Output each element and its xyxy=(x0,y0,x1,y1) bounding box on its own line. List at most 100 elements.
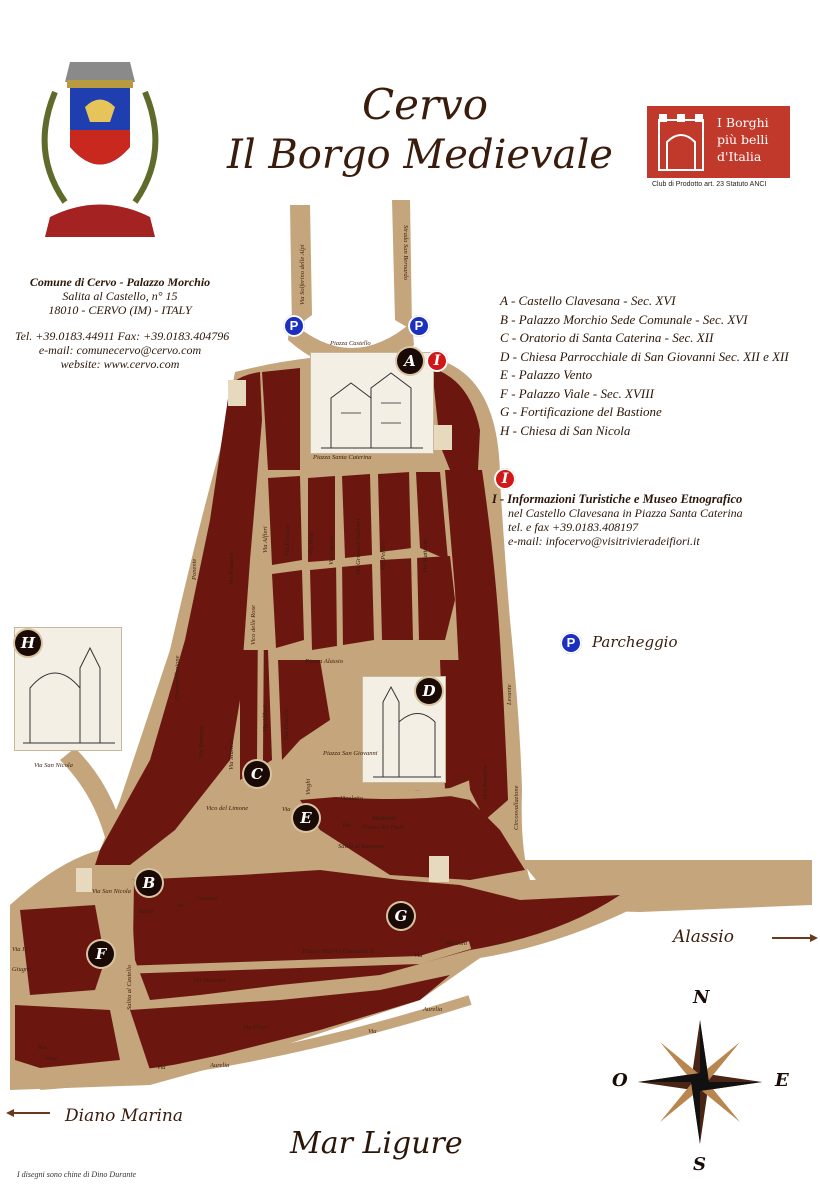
tower-northwest xyxy=(228,380,246,406)
block-center-2 xyxy=(308,476,335,562)
borghi-badge: I Borghi più belli d'Italia xyxy=(647,106,790,178)
street-label: Via Alfieri xyxy=(262,526,269,553)
legend-item: B - Palazzo Morchio Sede Comunale - Sec.… xyxy=(500,311,748,327)
tourist-info-line1: nel Castello Clavesana in Piazza Santa C… xyxy=(508,506,743,520)
street-label: Via San Nicola xyxy=(34,762,73,769)
block-center-6 xyxy=(272,570,304,648)
street-label: Piazza Vittorio Emanuele II xyxy=(302,948,375,955)
street-label: Via xyxy=(157,1064,166,1071)
street-label: Piazza Alassio xyxy=(305,658,343,665)
comune-address1: Salita al Castello, n° 15 xyxy=(62,289,178,303)
road-via-cavour xyxy=(335,469,343,651)
marker-h[interactable]: H xyxy=(15,630,41,656)
info-marker-castello[interactable]: I xyxy=(426,350,448,372)
tourist-info-line2: tel. e fax +39.0183.408197 xyxy=(508,520,639,534)
street-label: Via Alfieri xyxy=(262,705,269,732)
block-bastione xyxy=(300,790,525,880)
block-center-1 xyxy=(268,476,302,565)
compass-west: O xyxy=(612,1070,628,1091)
block-east-big xyxy=(445,470,508,820)
block-coast xyxy=(15,1005,120,1068)
street-label: Vicoletto xyxy=(340,795,363,802)
compass-south-half xyxy=(691,1082,700,1144)
borghi-line1: I Borghi xyxy=(717,115,769,130)
comune-website[interactable]: website: www.cervo.com xyxy=(60,357,180,371)
parking-legend-icon: P xyxy=(560,632,582,654)
legend-item: G - Fortificazione del Bastione xyxy=(500,404,662,419)
street-label: Via Multedo xyxy=(228,738,235,770)
street-label: Via Piave xyxy=(243,1024,268,1031)
street-label: Aurelia xyxy=(423,1006,443,1013)
marker-d[interactable]: D xyxy=(416,678,442,704)
marker-e[interactable]: E xyxy=(293,805,319,831)
street-label: Via Foscolo xyxy=(284,524,291,556)
street-label: Piazza Castello xyxy=(330,340,371,347)
street-label: Matteotti xyxy=(372,815,396,822)
church-sketch-icon xyxy=(373,685,441,778)
street-label: Salita al Bastione xyxy=(338,843,385,850)
street-label: Circonvallazione xyxy=(513,785,520,830)
marker-f[interactable]: F xyxy=(88,941,114,967)
marker-a[interactable]: A xyxy=(397,348,423,374)
marker-g[interactable]: G xyxy=(388,903,414,929)
borghi-caption: Club di Prodotto art. 23 Statuto ANCI xyxy=(652,181,767,188)
street-label: Via xyxy=(414,952,423,959)
compass-west-half xyxy=(638,1073,700,1082)
info-badge: I xyxy=(494,468,516,490)
tourist-info: I - Informazioni Turistiche e Museo Etno… xyxy=(492,492,743,548)
castle-sketch-icon xyxy=(321,372,423,449)
parking-marker-east[interactable]: P xyxy=(408,315,430,337)
block-north-strip xyxy=(262,368,300,470)
block-center-4 xyxy=(378,472,412,552)
street-label: Vico Pretorio xyxy=(482,765,489,800)
road-via-pellico xyxy=(409,469,419,641)
road-north-san-bernardo xyxy=(392,200,412,330)
legend-item: F - Palazzo Viale - Sec. XVIII xyxy=(500,385,654,401)
street-label: Via Foscolo xyxy=(283,708,290,740)
street-label: stop xyxy=(46,1055,57,1062)
drawing-credit: I disegni sono chine di Dino Durante xyxy=(17,1170,137,1179)
street-label: Via xyxy=(282,806,291,813)
compass-east: E xyxy=(775,1070,789,1091)
street-label: Via Pellico xyxy=(380,541,387,570)
legend: A - Castello Clavesana - Sec. XVI B - Pa… xyxy=(500,292,789,440)
legend-item: D - Chiesa Parrocchiale di San Giovanni … xyxy=(500,348,789,364)
road-lines xyxy=(39,469,472,1090)
road-via-alfieri xyxy=(257,469,265,761)
title-line1: Cervo xyxy=(361,80,489,129)
marker-b[interactable]: B xyxy=(136,870,162,896)
street-label: Circonvallazione xyxy=(174,655,181,700)
road-salita-castello xyxy=(124,879,134,1011)
block-south-bottom xyxy=(130,975,450,1070)
parking-marker-west[interactable]: P xyxy=(283,315,305,337)
comune-email[interactable]: e-mail: comunecervo@cervo.com xyxy=(38,343,202,357)
compass-south: S xyxy=(693,1154,706,1175)
street-label: Via Romana xyxy=(228,553,235,585)
marker-c[interactable]: C xyxy=(244,761,270,787)
borghi-line3: d'Italia xyxy=(717,149,762,164)
block-lower-d xyxy=(440,660,470,790)
street-label: Piazza San Giovanni xyxy=(323,750,378,757)
tower-northeast xyxy=(433,425,452,450)
tourist-info-line3[interactable]: e-mail: infocervo@visitrivieradeifiori.i… xyxy=(508,534,700,548)
street-label: Via Matteotti xyxy=(422,539,429,573)
tourist-info-heading: I - Informazioni Turistiche e Museo Etno… xyxy=(492,492,743,506)
borghi-line2: più belli xyxy=(717,132,769,147)
street-label: bus xyxy=(38,1044,48,1051)
street-label: Vico delle Rose xyxy=(250,605,257,645)
street-label: Salita xyxy=(138,908,154,915)
street-label: Via Cavour xyxy=(328,535,335,565)
block-south-west xyxy=(20,905,105,995)
tower-west xyxy=(76,868,92,892)
legend-item: H - Chiesa di San Nicola xyxy=(500,422,631,438)
road-via-aurelia xyxy=(39,995,472,1090)
street-label: al xyxy=(178,902,184,909)
arrow-diano-head xyxy=(6,1109,14,1117)
street-label: Castello xyxy=(196,895,218,902)
street-label: Piazza dei Fiori xyxy=(362,824,404,831)
street-label: Via Marconi xyxy=(193,977,226,984)
road-via-matteotti xyxy=(304,786,471,799)
street-label: Via xyxy=(342,822,351,829)
comune-phone: Tel. +39.0183.44911 Fax: +39.0183.404796 xyxy=(15,329,230,343)
